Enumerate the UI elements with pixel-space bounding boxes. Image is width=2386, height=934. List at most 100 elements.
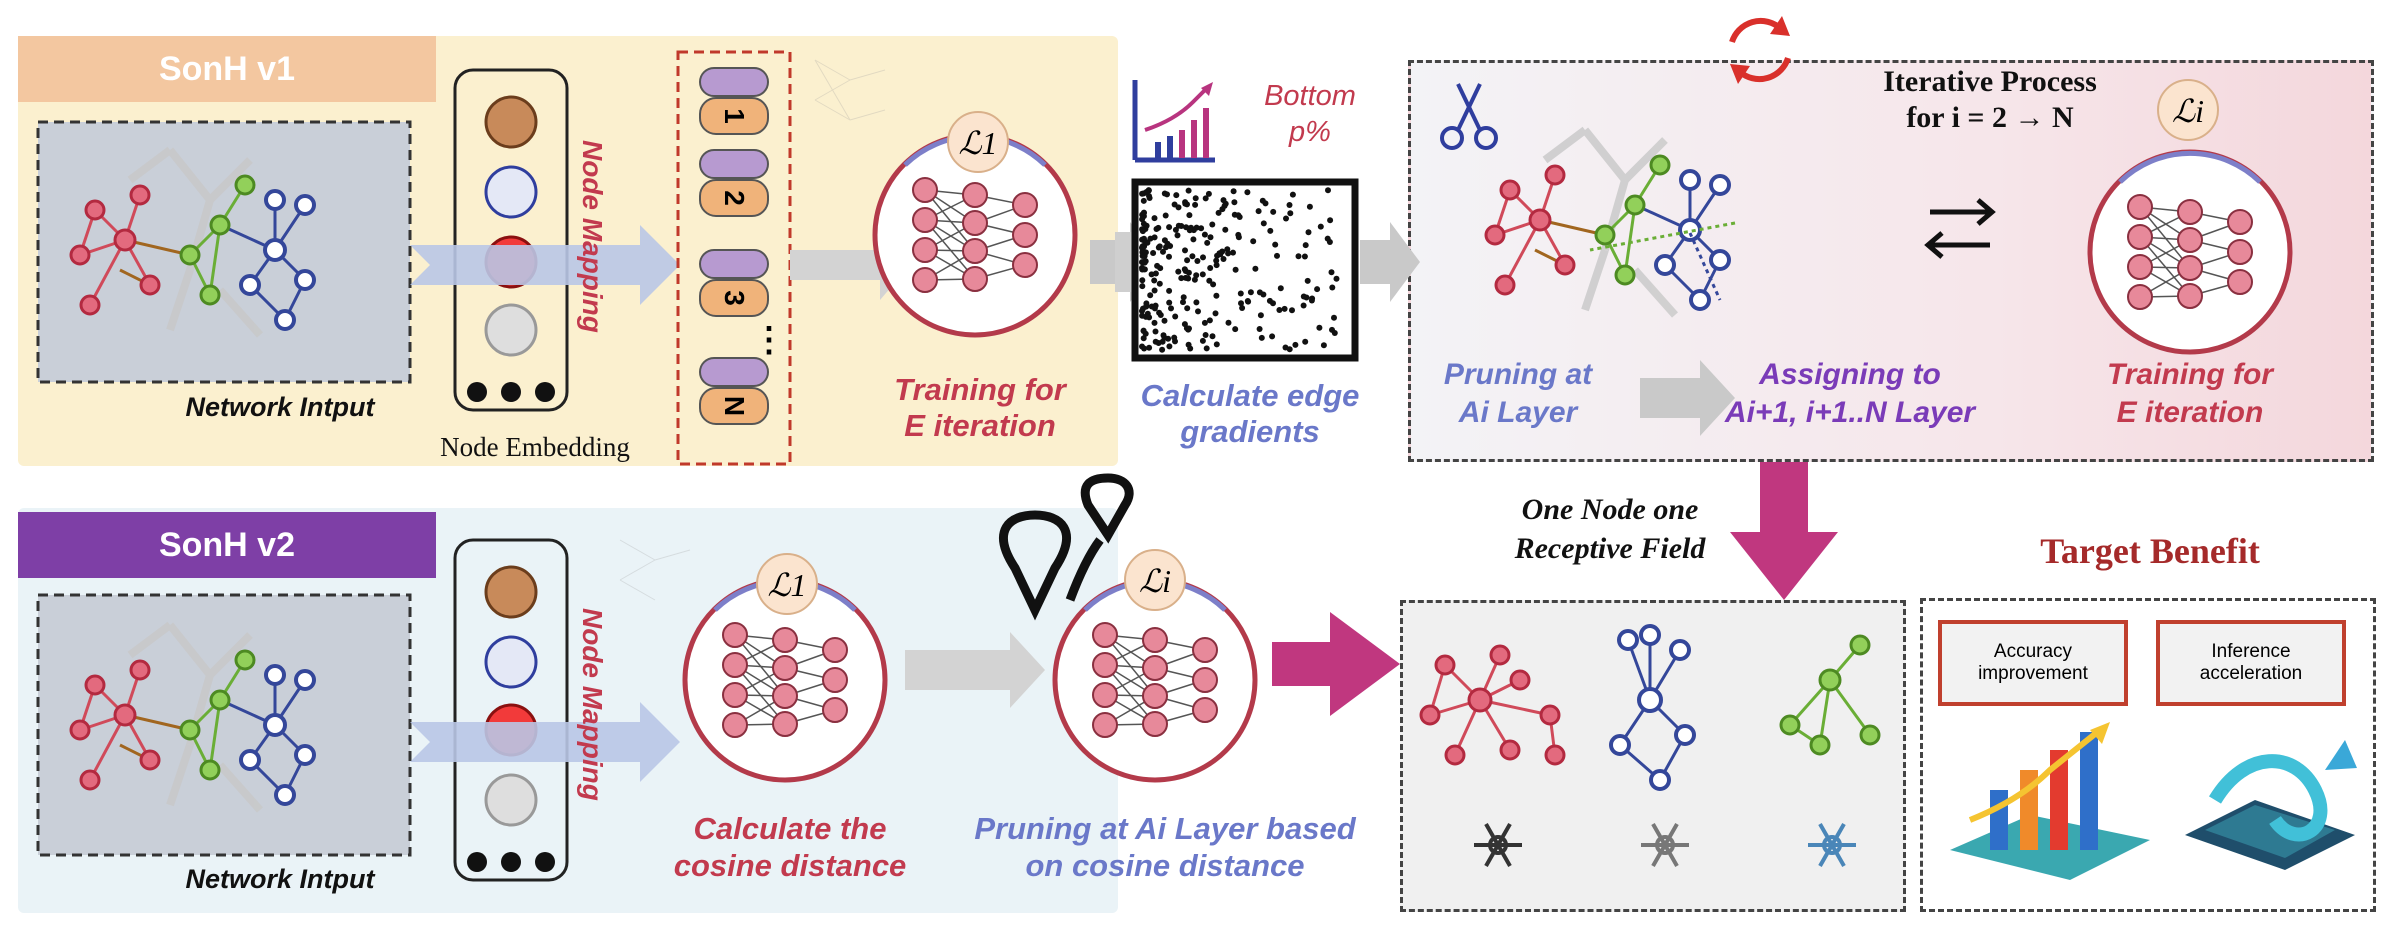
gradient-dot bbox=[1171, 201, 1178, 208]
gradient-dot bbox=[1206, 317, 1213, 324]
gradient-dot bbox=[1151, 319, 1158, 326]
gradient-dot bbox=[1281, 305, 1288, 312]
snowflake-icon bbox=[1474, 823, 1522, 867]
v1-node-mapping-label: Node Mapping bbox=[577, 140, 608, 333]
gradient-dot bbox=[1180, 294, 1187, 301]
gradient-dot bbox=[1140, 197, 1147, 204]
gradient-dot bbox=[1232, 266, 1239, 273]
gradient-dot bbox=[1210, 281, 1217, 288]
gradient-dot bbox=[1151, 287, 1158, 294]
gradient-dot bbox=[1182, 200, 1189, 207]
gradient-dot bbox=[1304, 277, 1311, 284]
gradient-dot bbox=[1166, 287, 1173, 294]
gradient-dot bbox=[1189, 253, 1196, 260]
gradient-dot bbox=[1328, 269, 1335, 276]
gradient-dot bbox=[1213, 262, 1220, 269]
gradient-dot bbox=[1260, 220, 1267, 227]
v1-mapping-tokens bbox=[699, 67, 769, 425]
edge-gradients-label: Calculate edge gradients bbox=[1140, 378, 1360, 449]
gradient-dot bbox=[1178, 275, 1185, 282]
gradient-dot bbox=[1185, 269, 1192, 276]
target-benefit-title: Target Benefit bbox=[2040, 531, 2260, 571]
gradient-dot bbox=[1147, 292, 1154, 299]
gradient-dot bbox=[1331, 330, 1338, 336]
right-arrow bbox=[1272, 612, 1400, 716]
gradient-dot bbox=[1191, 276, 1198, 283]
gradient-dot bbox=[1236, 214, 1243, 220]
gradient-dot bbox=[1190, 236, 1197, 243]
gradient-dot bbox=[1213, 341, 1220, 348]
gradient-dot bbox=[1201, 319, 1208, 326]
gradient-dot bbox=[1212, 310, 1219, 317]
iter-loss-label: ℒi bbox=[2172, 93, 2204, 129]
gradient-dot bbox=[1258, 334, 1265, 341]
gradient-dot bbox=[1250, 238, 1257, 245]
pruning-cosine-label: Pruning at Ai Layer based on cosine dist… bbox=[974, 811, 1356, 884]
gradient-dot bbox=[1156, 243, 1163, 250]
gradient-dot bbox=[1329, 284, 1336, 291]
chip-illustration bbox=[2185, 740, 2357, 870]
gradient-dot bbox=[1166, 299, 1173, 306]
gradient-dot bbox=[1139, 312, 1146, 319]
gradient-dot bbox=[1269, 333, 1276, 340]
trend-chart-icon bbox=[1132, 80, 1215, 163]
v2-lossi-label: ℒi bbox=[1139, 563, 1171, 599]
v1-mapping-id-2: 2 bbox=[719, 190, 750, 206]
gradient-dot bbox=[1209, 221, 1216, 228]
snowflake-icon bbox=[1641, 823, 1689, 867]
gradient-dot bbox=[1267, 227, 1274, 234]
gradient-dot bbox=[1327, 217, 1334, 224]
gradient-dot bbox=[1205, 190, 1212, 197]
gradient-dot bbox=[1247, 289, 1254, 296]
gradient-dot bbox=[1152, 302, 1159, 309]
gradient-dot bbox=[1153, 226, 1160, 232]
gradient-dot bbox=[1139, 190, 1146, 197]
gradient-dot bbox=[1244, 189, 1251, 196]
gradient-dot bbox=[1231, 199, 1238, 206]
v1-loss-label: ℒ1 bbox=[958, 125, 998, 161]
gradient-dot bbox=[1166, 253, 1172, 260]
edge-gradient-matrix bbox=[1131, 178, 1359, 362]
iter-nn-circle bbox=[2090, 152, 2290, 352]
v2-network-input-box bbox=[36, 593, 412, 857]
gradient-dot bbox=[1286, 202, 1293, 208]
gradient-dot bbox=[1331, 314, 1337, 321]
gradient-dot bbox=[1143, 300, 1150, 307]
gradient-dot bbox=[1255, 208, 1262, 215]
gradient-dot bbox=[1276, 307, 1283, 313]
gradient-dot bbox=[1317, 223, 1324, 230]
gradient-dot bbox=[1139, 228, 1146, 235]
gradient-dot bbox=[1257, 312, 1264, 319]
bar-chart-illustration bbox=[1950, 722, 2150, 880]
v2-node-mapping-label: Node Mapping bbox=[577, 608, 608, 801]
gradient-dot bbox=[1230, 188, 1237, 195]
gradient-dot bbox=[1172, 226, 1179, 233]
v1-network-input-label: Network Intput bbox=[185, 392, 375, 422]
red-receptive-cluster bbox=[1419, 644, 1566, 766]
gradient-dot bbox=[1152, 338, 1159, 345]
gradient-dot bbox=[1231, 211, 1238, 218]
cycle-icon bbox=[1729, 16, 1791, 84]
gradient-dot bbox=[1156, 280, 1163, 287]
gradient-dot bbox=[1320, 342, 1327, 349]
gradient-dot bbox=[1161, 334, 1168, 341]
gradient-dot bbox=[1152, 328, 1159, 335]
gradient-dot bbox=[1300, 302, 1307, 309]
v2-loss1-label: ℒ1 bbox=[767, 567, 807, 603]
v1-mapping-column bbox=[676, 50, 792, 466]
gradient-dot bbox=[1199, 337, 1206, 344]
gradient-dot bbox=[1180, 299, 1186, 306]
gradient-dot bbox=[1219, 248, 1226, 255]
gradient-dot bbox=[1239, 305, 1246, 311]
gradient-dot bbox=[1161, 317, 1168, 324]
gradient-dot bbox=[1292, 341, 1299, 348]
gradient-dot bbox=[1274, 252, 1280, 259]
gradient-dot bbox=[1324, 235, 1331, 242]
location-pin-icon bbox=[999, 473, 1134, 621]
iter-pruned-graph bbox=[1486, 130, 1729, 315]
gradient-dot bbox=[1141, 258, 1148, 265]
gradient-dot bbox=[1213, 257, 1220, 264]
gradient-dot bbox=[1178, 223, 1185, 229]
v2-network-input-label: Network Intput bbox=[185, 864, 375, 894]
